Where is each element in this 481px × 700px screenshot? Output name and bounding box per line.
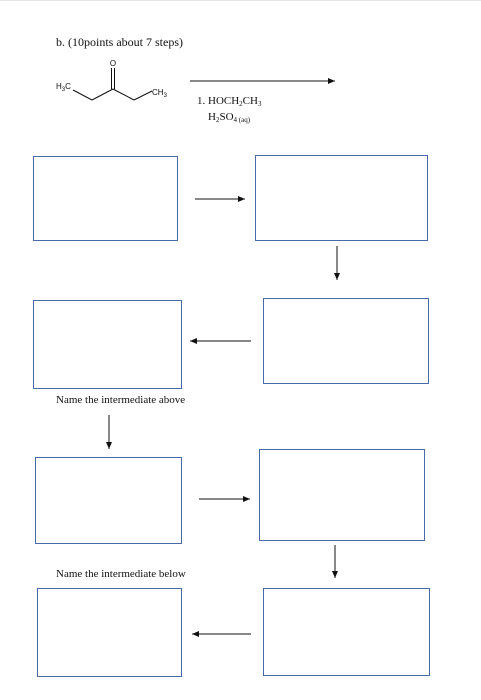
reagent-sulfuric-acid: H2SO4 (aq): [208, 111, 251, 124]
answer-box-7[interactable]: [263, 588, 430, 676]
bond-c1-c2: [72, 89, 93, 101]
bond-c3-c4: [112, 88, 135, 101]
left-methyl-label: H3C: [56, 82, 71, 93]
note-name-intermediate-below: Name the intermediate below: [56, 568, 186, 580]
note-name-intermediate-above: Name the intermediate above: [56, 394, 186, 406]
right-methyl-label: CH3: [152, 88, 168, 99]
question-heading: b. (10points about 7 steps): [56, 35, 183, 49]
answer-box-5[interactable]: [35, 457, 182, 544]
reagent-ethanol: 1. HOCH2CH3: [197, 95, 262, 108]
oxygen-label: O: [110, 59, 116, 68]
bond-c2-c3: [91, 88, 114, 101]
answer-box-8[interactable]: [37, 588, 182, 677]
answer-box-6[interactable]: [259, 449, 425, 541]
page-top-border: [0, 0, 481, 1]
pentanone-structure: O H3C CH3: [56, 59, 168, 101]
answer-box-4[interactable]: [33, 300, 182, 389]
bond-c4-c5: [133, 90, 153, 101]
answer-box-2[interactable]: [255, 155, 428, 241]
answer-box-3[interactable]: [263, 298, 429, 384]
answer-box-1[interactable]: [33, 156, 178, 241]
